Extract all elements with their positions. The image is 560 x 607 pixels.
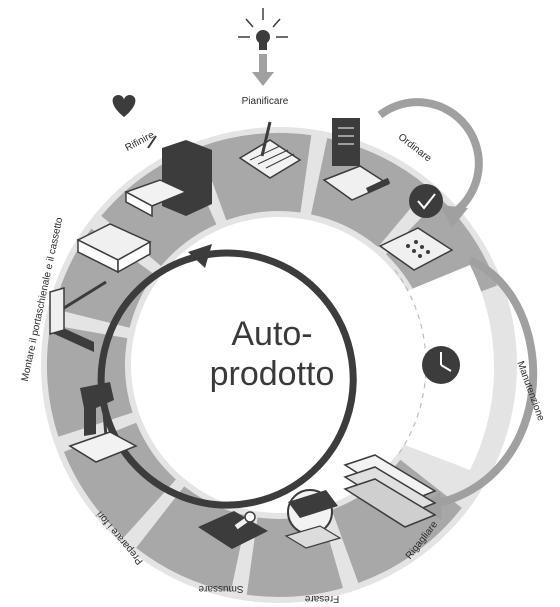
ordinare-loop-arrowhead bbox=[440, 205, 468, 228]
label-ordinare: Ordinare bbox=[396, 132, 434, 165]
ordinare-loop-arrow bbox=[377, 98, 483, 216]
maintenance-arrowhead bbox=[418, 492, 442, 520]
maintenance-dashed-arc bbox=[394, 269, 427, 456]
center-title-line1: Auto- bbox=[231, 315, 312, 353]
center-cycle-arrowhead bbox=[188, 244, 212, 268]
wood-panels-stack-icon bbox=[343, 454, 437, 528]
center-cycle-arrow bbox=[97, 249, 357, 509]
calculator-ok-icon bbox=[378, 227, 454, 271]
assembly-icon bbox=[49, 280, 107, 352]
edge-banding-icon bbox=[198, 511, 268, 549]
hand-writing-on-paper-icon bbox=[238, 121, 302, 179]
label-fresare: Fresare bbox=[304, 593, 339, 604]
ring-segment bbox=[46, 324, 133, 437]
label-smussare: Smussare bbox=[198, 583, 243, 594]
clock-icon bbox=[422, 346, 460, 384]
lightbulb-icon bbox=[238, 8, 288, 50]
center-title-line2: prodotto bbox=[210, 355, 335, 393]
drawer-frame-icon bbox=[76, 223, 152, 274]
inner-white-disc bbox=[131, 217, 427, 513]
heart-icon bbox=[112, 95, 136, 117]
start-arrow bbox=[252, 54, 274, 86]
check-circle-icon bbox=[409, 184, 443, 218]
invoice-calculator-icon bbox=[322, 118, 391, 201]
drill-icon bbox=[68, 382, 138, 463]
circular-saw-icon bbox=[284, 489, 342, 549]
maintenance-arrow bbox=[429, 256, 538, 509]
label-pianificare: Pianificare bbox=[242, 96, 289, 107]
cabinet-drawer-icon bbox=[124, 135, 212, 218]
ring-segment bbox=[136, 486, 247, 592]
